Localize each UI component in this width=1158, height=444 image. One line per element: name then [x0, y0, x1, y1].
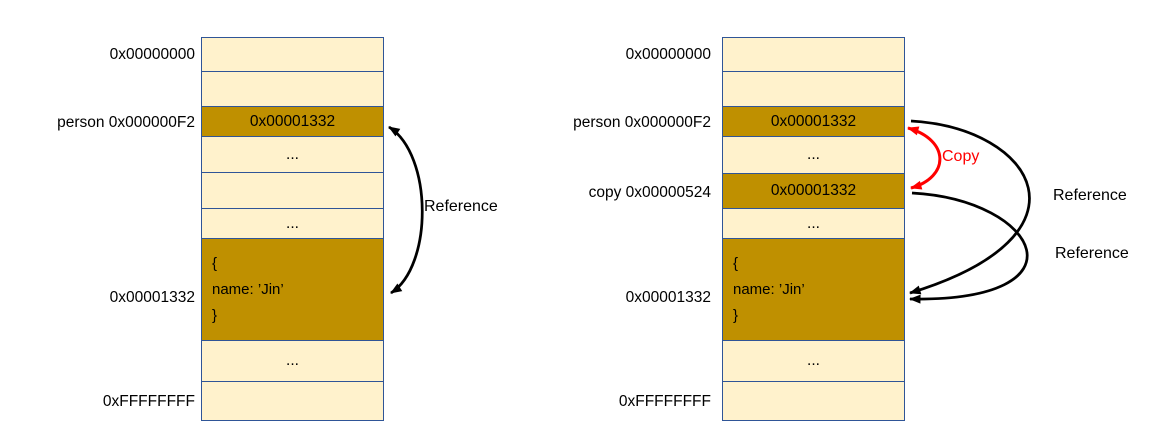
- reference-label: Reference: [1053, 187, 1127, 204]
- address-label-end: 0xFFFFFFFF: [618, 393, 711, 410]
- cell-text: ...: [807, 214, 820, 232]
- object-line: name: ’Jin’: [733, 280, 805, 298]
- reference-arrow-person: [909, 119, 1031, 295]
- address-label-person: person 0x000000F2: [57, 114, 195, 131]
- memory-cell: ...: [723, 137, 904, 174]
- memory-cell: [723, 72, 904, 107]
- copy-label: Copy: [942, 148, 980, 165]
- object-cell: { name: ’Jin’ }: [202, 239, 383, 341]
- memory-cell: [202, 72, 383, 107]
- copy-pointer-cell: 0x00001332: [723, 174, 904, 209]
- address-label-start: 0x00000000: [625, 46, 711, 63]
- object-line: }: [733, 306, 739, 324]
- memory-cell: ...: [723, 341, 904, 382]
- cell-text: ...: [286, 214, 299, 232]
- object-cell: { name: ’Jin’ }: [723, 239, 904, 341]
- address-label-object: 0x00001332: [625, 289, 711, 306]
- object-literal: { name: ’Jin’ }: [212, 251, 284, 329]
- cell-text: ...: [807, 352, 820, 369]
- memory-cell: ...: [202, 341, 383, 382]
- cell-text: ...: [286, 145, 299, 163]
- memory-cell: [202, 173, 383, 209]
- reference-label: Reference: [1055, 245, 1129, 262]
- reference-arrow-left: [388, 125, 424, 295]
- person-pointer-cell: 0x00001332: [202, 107, 383, 137]
- cell-text: ...: [286, 352, 299, 369]
- memory-cell: [202, 38, 383, 72]
- object-line: }: [212, 306, 218, 324]
- memory-cell: [723, 382, 904, 419]
- object-line: {: [212, 254, 218, 272]
- right-memory-table: 0x00001332 ... 0x00001332 ... { name: ’J…: [722, 37, 905, 421]
- person-pointer-cell: 0x00001332: [723, 107, 904, 137]
- reference-label: Reference: [424, 198, 498, 215]
- memory-cell: ...: [723, 209, 904, 239]
- cell-text: 0x00001332: [770, 112, 857, 130]
- memory-cell: [723, 38, 904, 72]
- reference-arrow-copy: [909, 191, 1029, 304]
- address-label-person: person 0x000000F2: [573, 114, 711, 131]
- object-line: {: [733, 254, 739, 272]
- object-line: name: ’Jin’: [212, 280, 284, 298]
- cell-text: ...: [807, 146, 820, 163]
- address-label-copy: copy 0x00000524: [588, 184, 711, 201]
- cell-text: 0x00001332: [249, 112, 336, 130]
- address-label-object: 0x00001332: [109, 289, 195, 306]
- memory-cell: ...: [202, 137, 383, 173]
- memory-cell: [202, 382, 383, 419]
- memory-cell: ...: [202, 209, 383, 239]
- copy-arrow: [907, 126, 942, 190]
- address-label-end: 0xFFFFFFFF: [102, 393, 195, 410]
- object-literal: { name: ’Jin’ }: [733, 251, 805, 329]
- address-label-start: 0x00000000: [109, 46, 195, 63]
- cell-text: 0x00001332: [770, 182, 857, 199]
- left-memory-table: 0x00001332 ... ... { name: ’Jin’ } ...: [201, 37, 384, 421]
